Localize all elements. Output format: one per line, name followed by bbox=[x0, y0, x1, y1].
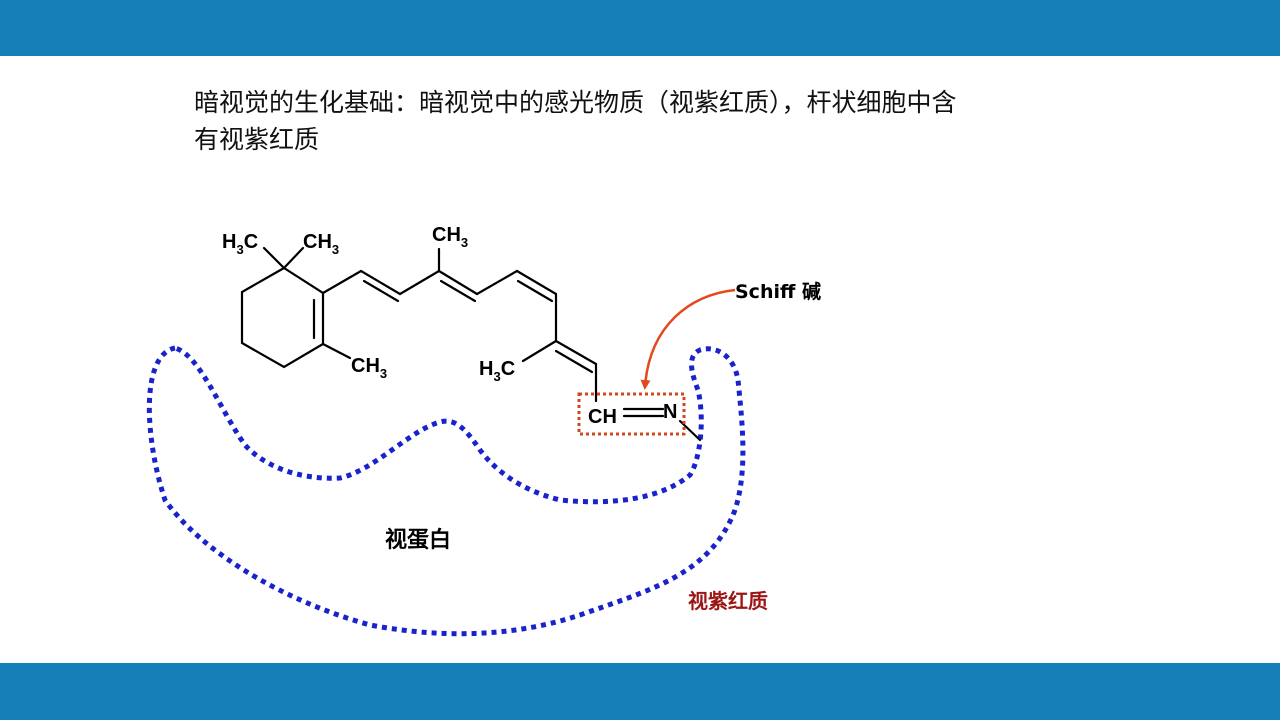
ch3-ring-label: CH3 bbox=[351, 355, 387, 381]
title-line-2: 有视紫红质 bbox=[194, 125, 320, 154]
opsin-label: 视蛋白 bbox=[385, 527, 451, 553]
footer-bar bbox=[0, 663, 1280, 720]
n-label: N bbox=[663, 401, 677, 423]
title-line-1: 暗视觉的生化基础：暗视觉中的感光物质（视紫红质），杆状细胞中含 bbox=[194, 88, 957, 117]
ch3-top-label: CH3 bbox=[432, 224, 468, 250]
retinal-bonds bbox=[240, 246, 702, 442]
h3c-left-label: H3C bbox=[222, 231, 258, 257]
h3c-chain-label: H3C bbox=[479, 358, 515, 384]
opsin-outline bbox=[146, 345, 746, 637]
slide-title: 暗视觉的生化基础：暗视觉中的感光物质（视紫红质），杆状细胞中含 有视紫红质 bbox=[194, 84, 1034, 158]
ch3-right-label: CH3 bbox=[303, 231, 339, 257]
schiff-base-box bbox=[577, 392, 686, 436]
ch-label: CH bbox=[588, 406, 617, 428]
header-bar bbox=[0, 0, 1280, 56]
schiff-base-arrow bbox=[640, 288, 736, 390]
schiff-base-label: Schiff 碱 bbox=[735, 280, 821, 303]
rhodopsin-label: 视紫红质 bbox=[688, 589, 768, 613]
